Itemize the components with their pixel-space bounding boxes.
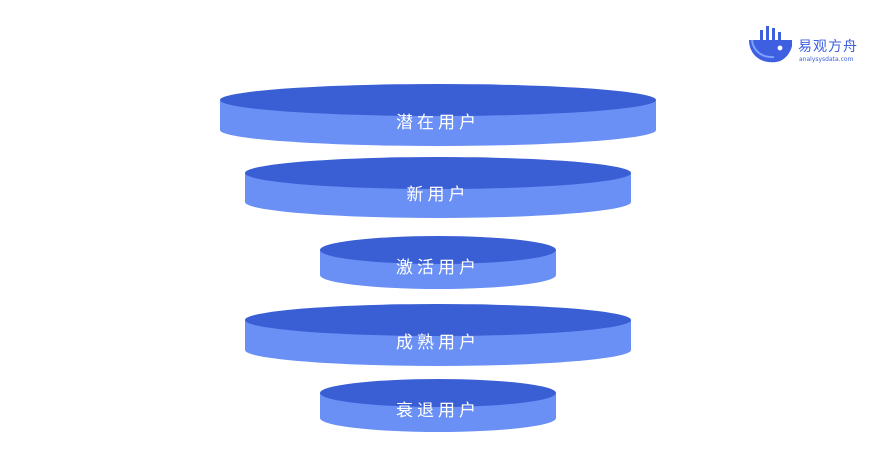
whale-logo-icon: [749, 26, 792, 63]
disc-top: [320, 379, 556, 407]
disc-top: [220, 84, 656, 116]
stage-disc-mature-users: 成熟用户: [245, 304, 631, 366]
stage-disc-potential-users: 潜在用户: [220, 84, 656, 146]
stage-label: 成熟用户: [396, 332, 480, 353]
brand-logo: 易观方舟 analysysdata.com: [746, 24, 876, 70]
stage-disc-activated-users: 激活用户: [320, 236, 556, 289]
stage-disc-new-users: 新用户: [245, 157, 631, 218]
stage-label: 新用户: [407, 185, 470, 205]
disc-top: [320, 236, 556, 264]
stage-label: 衰退用户: [396, 401, 480, 421]
disc-top: [245, 157, 631, 189]
stage-label: 激活用户: [396, 258, 480, 278]
brand-name: 易观方舟: [798, 39, 858, 55]
stage-label: 潜在用户: [396, 113, 480, 133]
stage-disc-declining-users: 衰退用户: [320, 379, 556, 432]
brand-url: analysysdata.com: [799, 56, 854, 63]
disc-top: [245, 304, 631, 336]
